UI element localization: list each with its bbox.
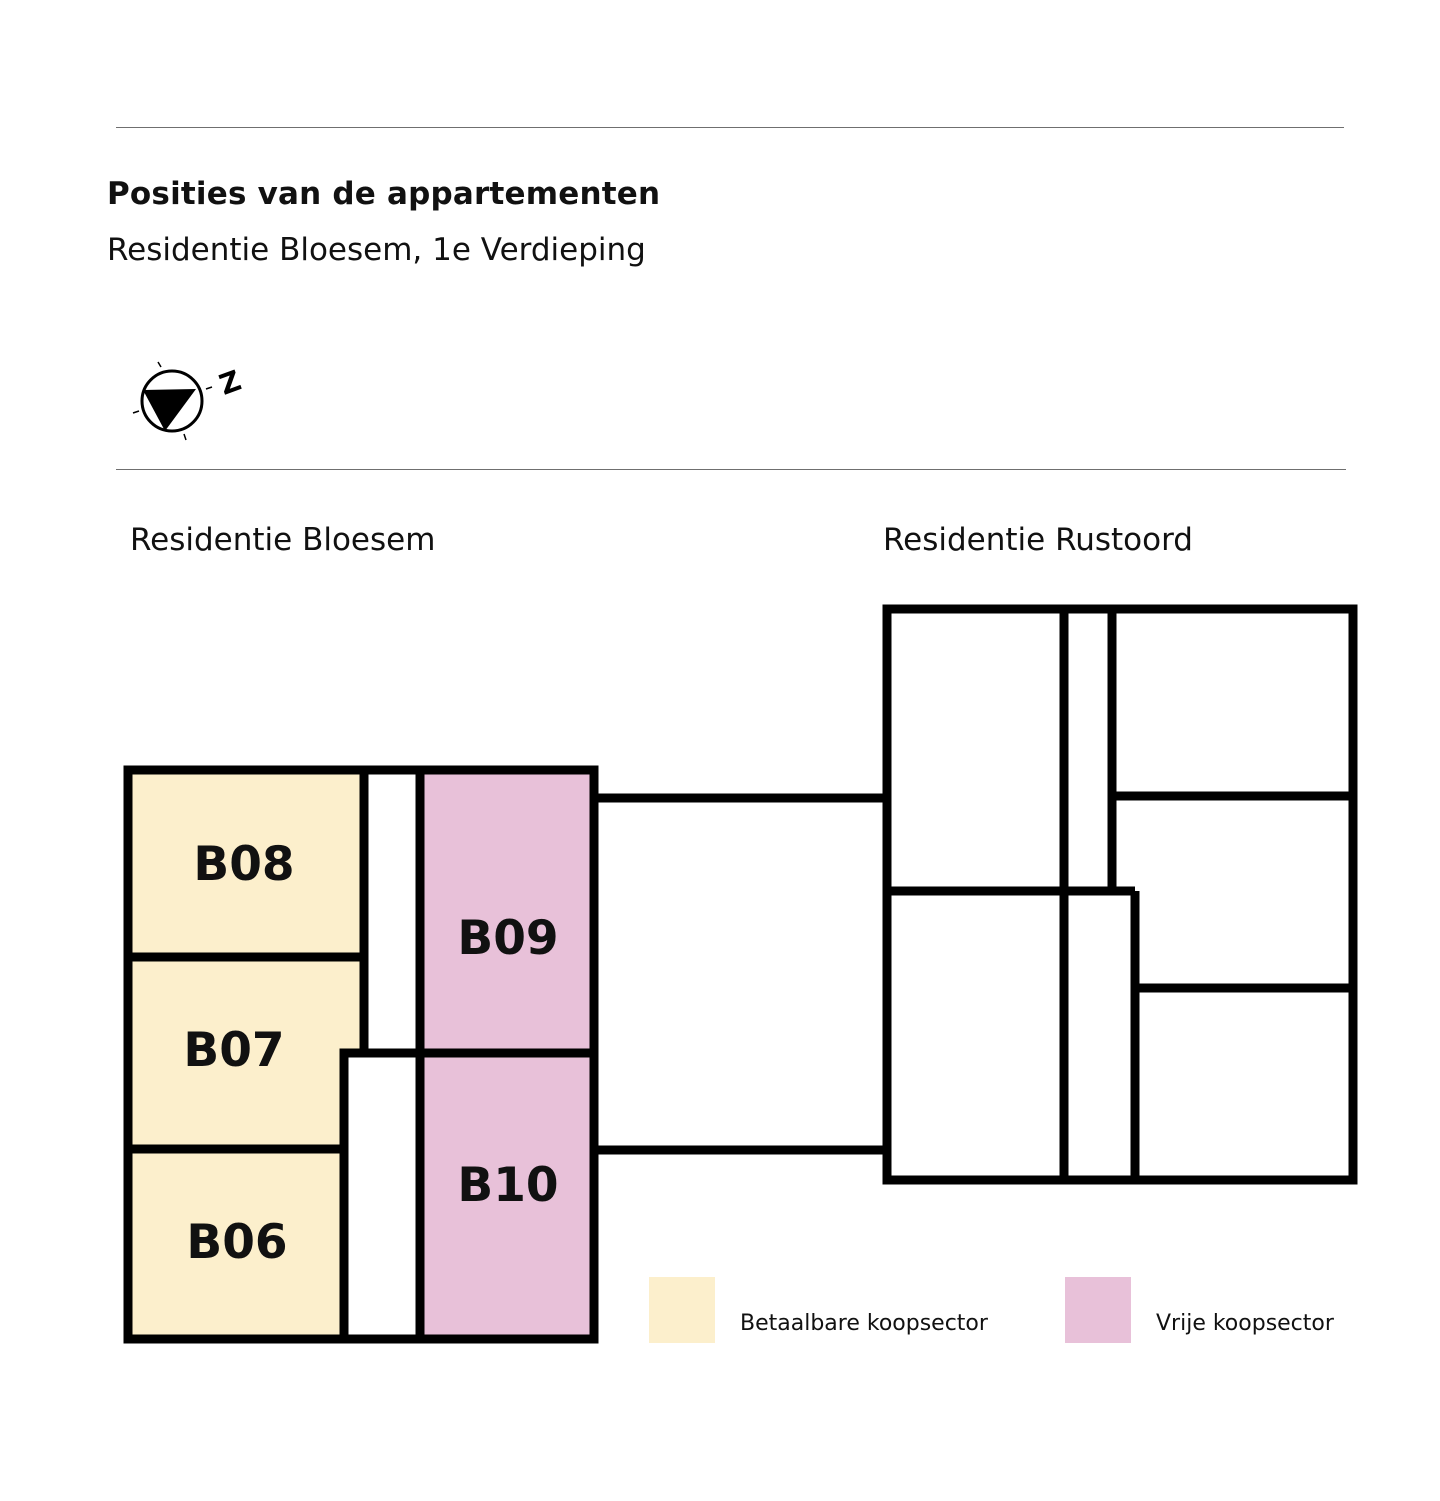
page-subtitle: Residentie Bloesem, 1e Verdieping bbox=[107, 232, 646, 268]
unit-b06-area[interactable] bbox=[123, 1144, 349, 1344]
unit-b10-area[interactable] bbox=[415, 1048, 599, 1344]
unit-b09-area[interactable] bbox=[415, 765, 599, 1058]
stairwell-lower bbox=[339, 1048, 425, 1344]
stairwell-upper bbox=[359, 765, 425, 1058]
building-bloesem bbox=[123, 765, 599, 1344]
top-divider bbox=[116, 127, 1344, 128]
building-rustoord bbox=[882, 604, 1358, 1185]
page-title: Posities van de appartementen bbox=[107, 176, 661, 212]
legend-label-affordable: Betaalbare koopsector bbox=[740, 1311, 988, 1336]
middle-divider bbox=[116, 469, 1346, 470]
connecting-corridor bbox=[589, 793, 892, 1155]
unit-b06-label: B06 bbox=[186, 1215, 287, 1270]
building-label-bloesem: Residentie Bloesem bbox=[130, 522, 436, 558]
compass-north-arrow-icon: Z bbox=[132, 361, 245, 441]
unit-b10-label: B10 bbox=[457, 1158, 558, 1213]
unit-b07-label: B07 bbox=[183, 1023, 284, 1078]
unit-b09-label: B09 bbox=[457, 911, 558, 966]
unit-b08-area[interactable] bbox=[123, 765, 369, 962]
building-label-rustoord: Residentie Rustoord bbox=[883, 522, 1193, 558]
legend-label-free: Vrije koopsector bbox=[1156, 1311, 1334, 1336]
legend-swatch-affordable bbox=[649, 1277, 715, 1343]
unit-b08-label: B08 bbox=[193, 837, 294, 892]
legend-swatch-free bbox=[1065, 1277, 1131, 1343]
